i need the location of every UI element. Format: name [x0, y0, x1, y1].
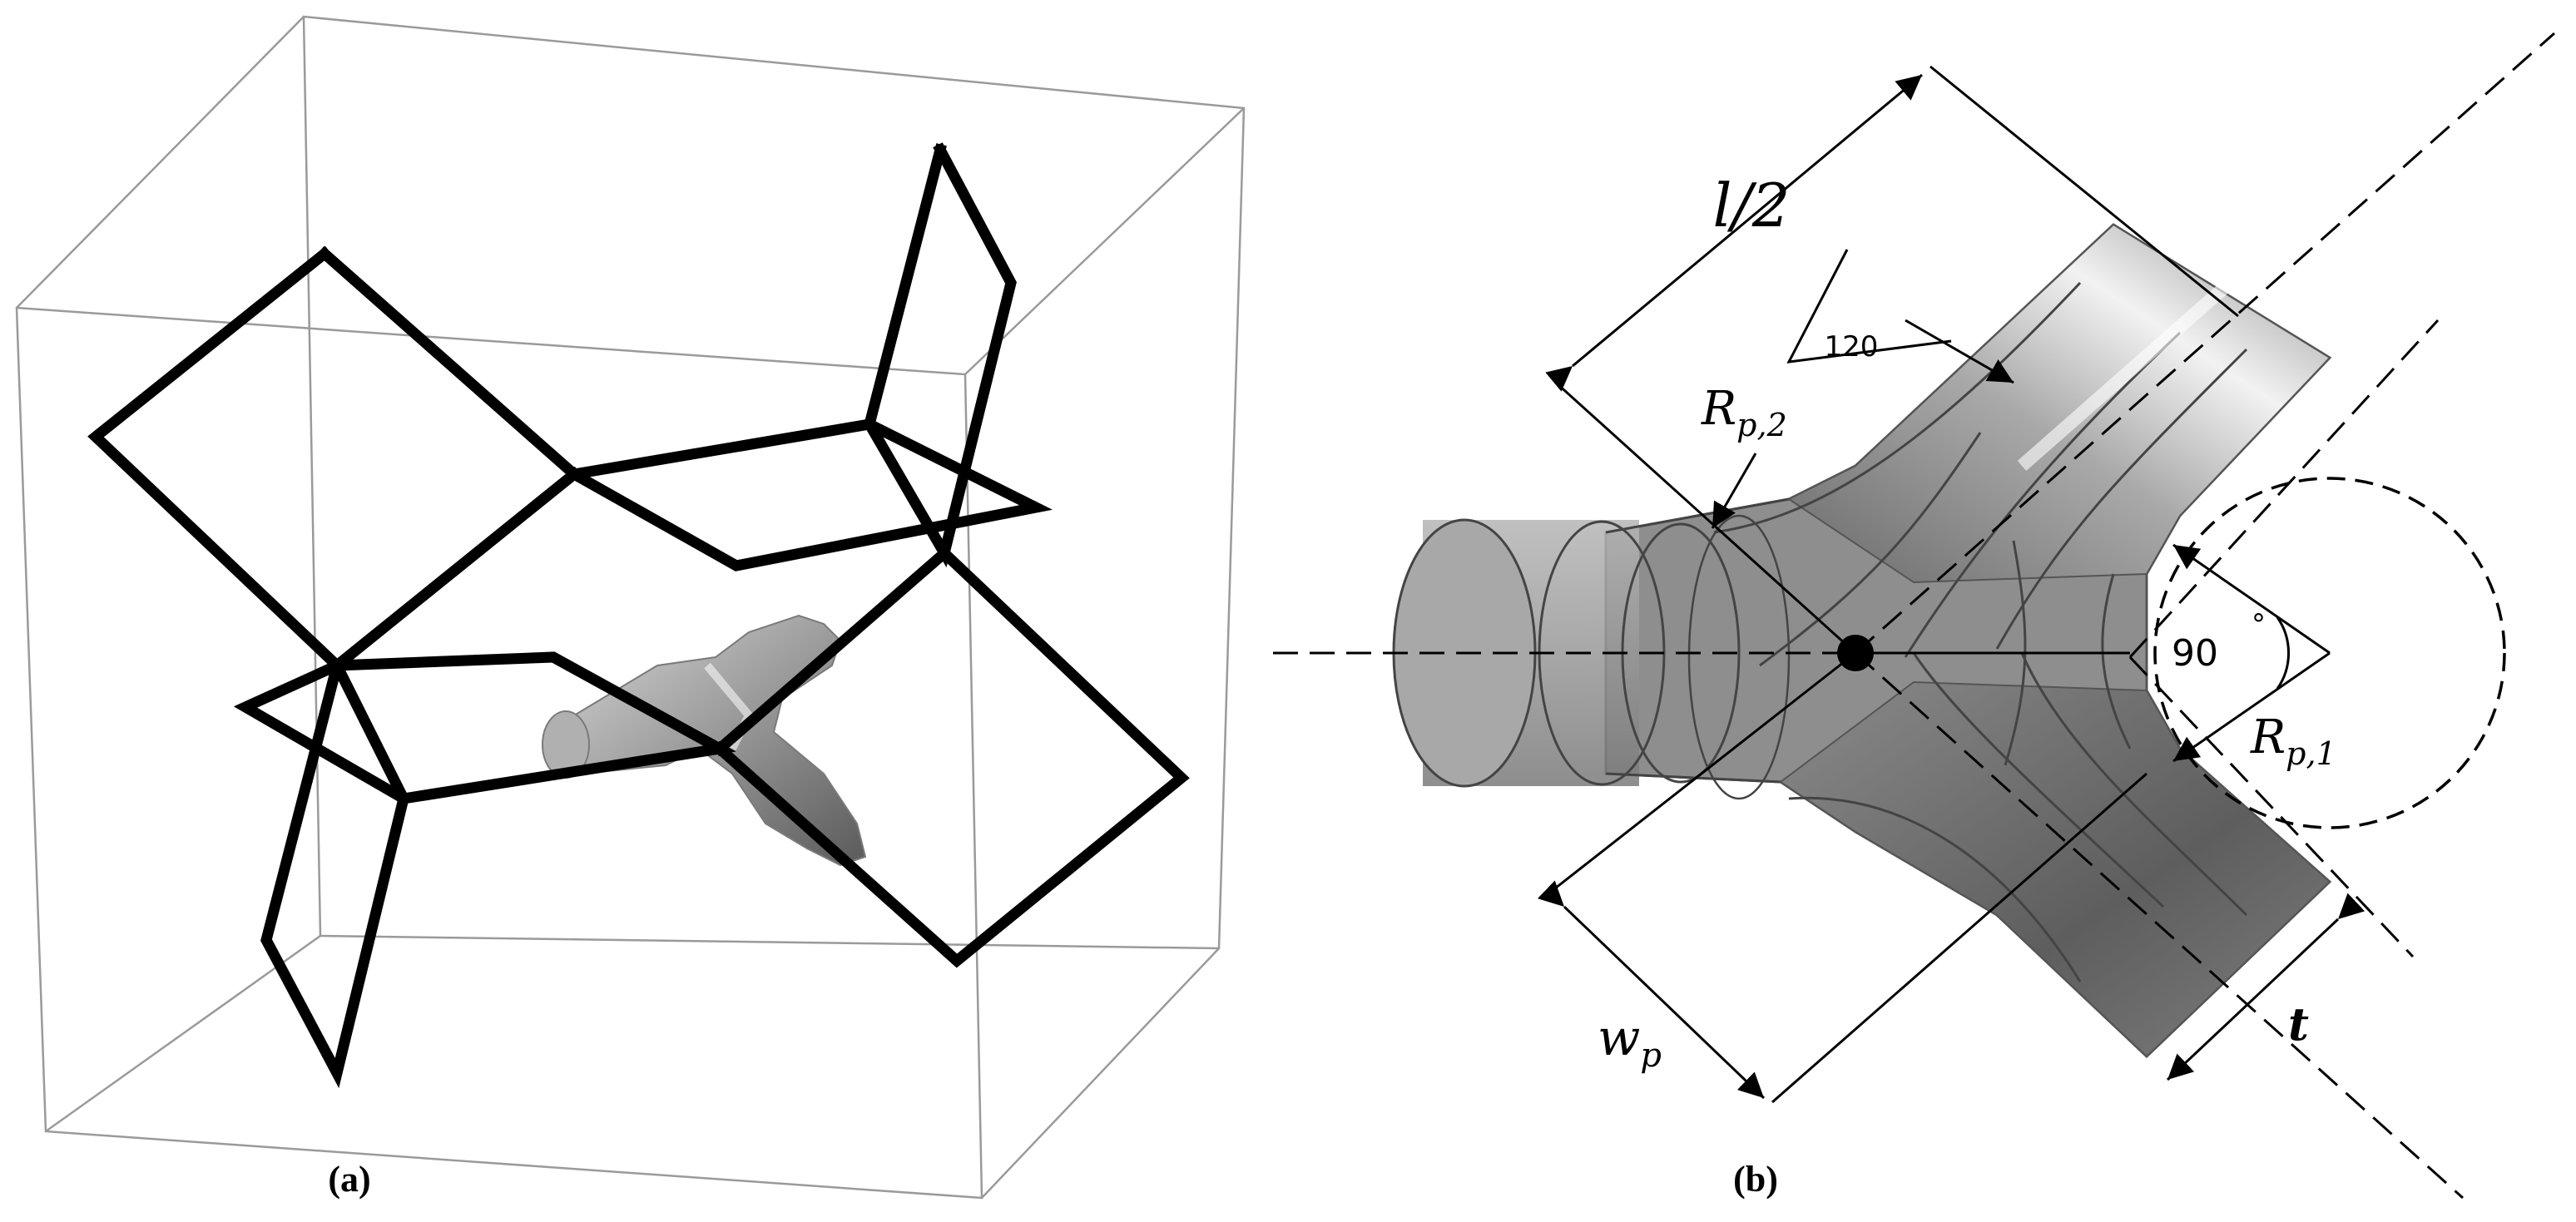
half-length-label: l/2 — [1712, 171, 1790, 240]
angle-90-label: 90 — [2172, 632, 2218, 675]
radius-1-label: Rp,1 — [2250, 710, 2336, 772]
dimension-half-length — [1545, 65, 2239, 655]
lattice-struts — [87, 142, 1190, 1089]
width-main: w — [1598, 1009, 1640, 1067]
width-sub: p — [1640, 1036, 1662, 1075]
construction-lines — [1273, 32, 2555, 1200]
radius-1-sub: p,1 — [2286, 735, 2336, 772]
radius-2-sub: p,2 — [1736, 407, 1787, 443]
radius-2-main: R — [1701, 382, 1736, 436]
angle-120-label: 120 — [1825, 330, 1879, 364]
lattice-unit-cell-diagram: (a) — [15, 15, 1246, 1200]
panel-b-caption: (b) — [1733, 1159, 1778, 1200]
bounding-cube — [15, 15, 1246, 1200]
angle-90-indicator — [2172, 543, 2331, 763]
panel-b: l/2 120 Rp,2 90 ° Rp,1 wp t (b) — [1248, 0, 2576, 1222]
angle-120-indicator — [1786, 249, 2014, 384]
tangent-circle — [2153, 477, 2506, 829]
width-label: wp — [1598, 1009, 1662, 1075]
panel-a: (a) — [0, 0, 1248, 1222]
node-body — [1392, 223, 2332, 1059]
panel-a-caption: (a) — [328, 1159, 370, 1200]
dimension-thickness — [2166, 893, 2365, 1081]
radius-2-leader — [1711, 453, 1757, 529]
thickness-label: t — [2288, 997, 2309, 1051]
node-geometry-diagram: l/2 120 Rp,2 90 ° Rp,1 wp t (b) — [1273, 32, 2555, 1200]
degree-symbol: ° — [2252, 608, 2266, 641]
radius-1-main: R — [2250, 710, 2286, 764]
dimension-width — [1537, 651, 2147, 1104]
radius-2-label: Rp,2 — [1701, 382, 1787, 443]
